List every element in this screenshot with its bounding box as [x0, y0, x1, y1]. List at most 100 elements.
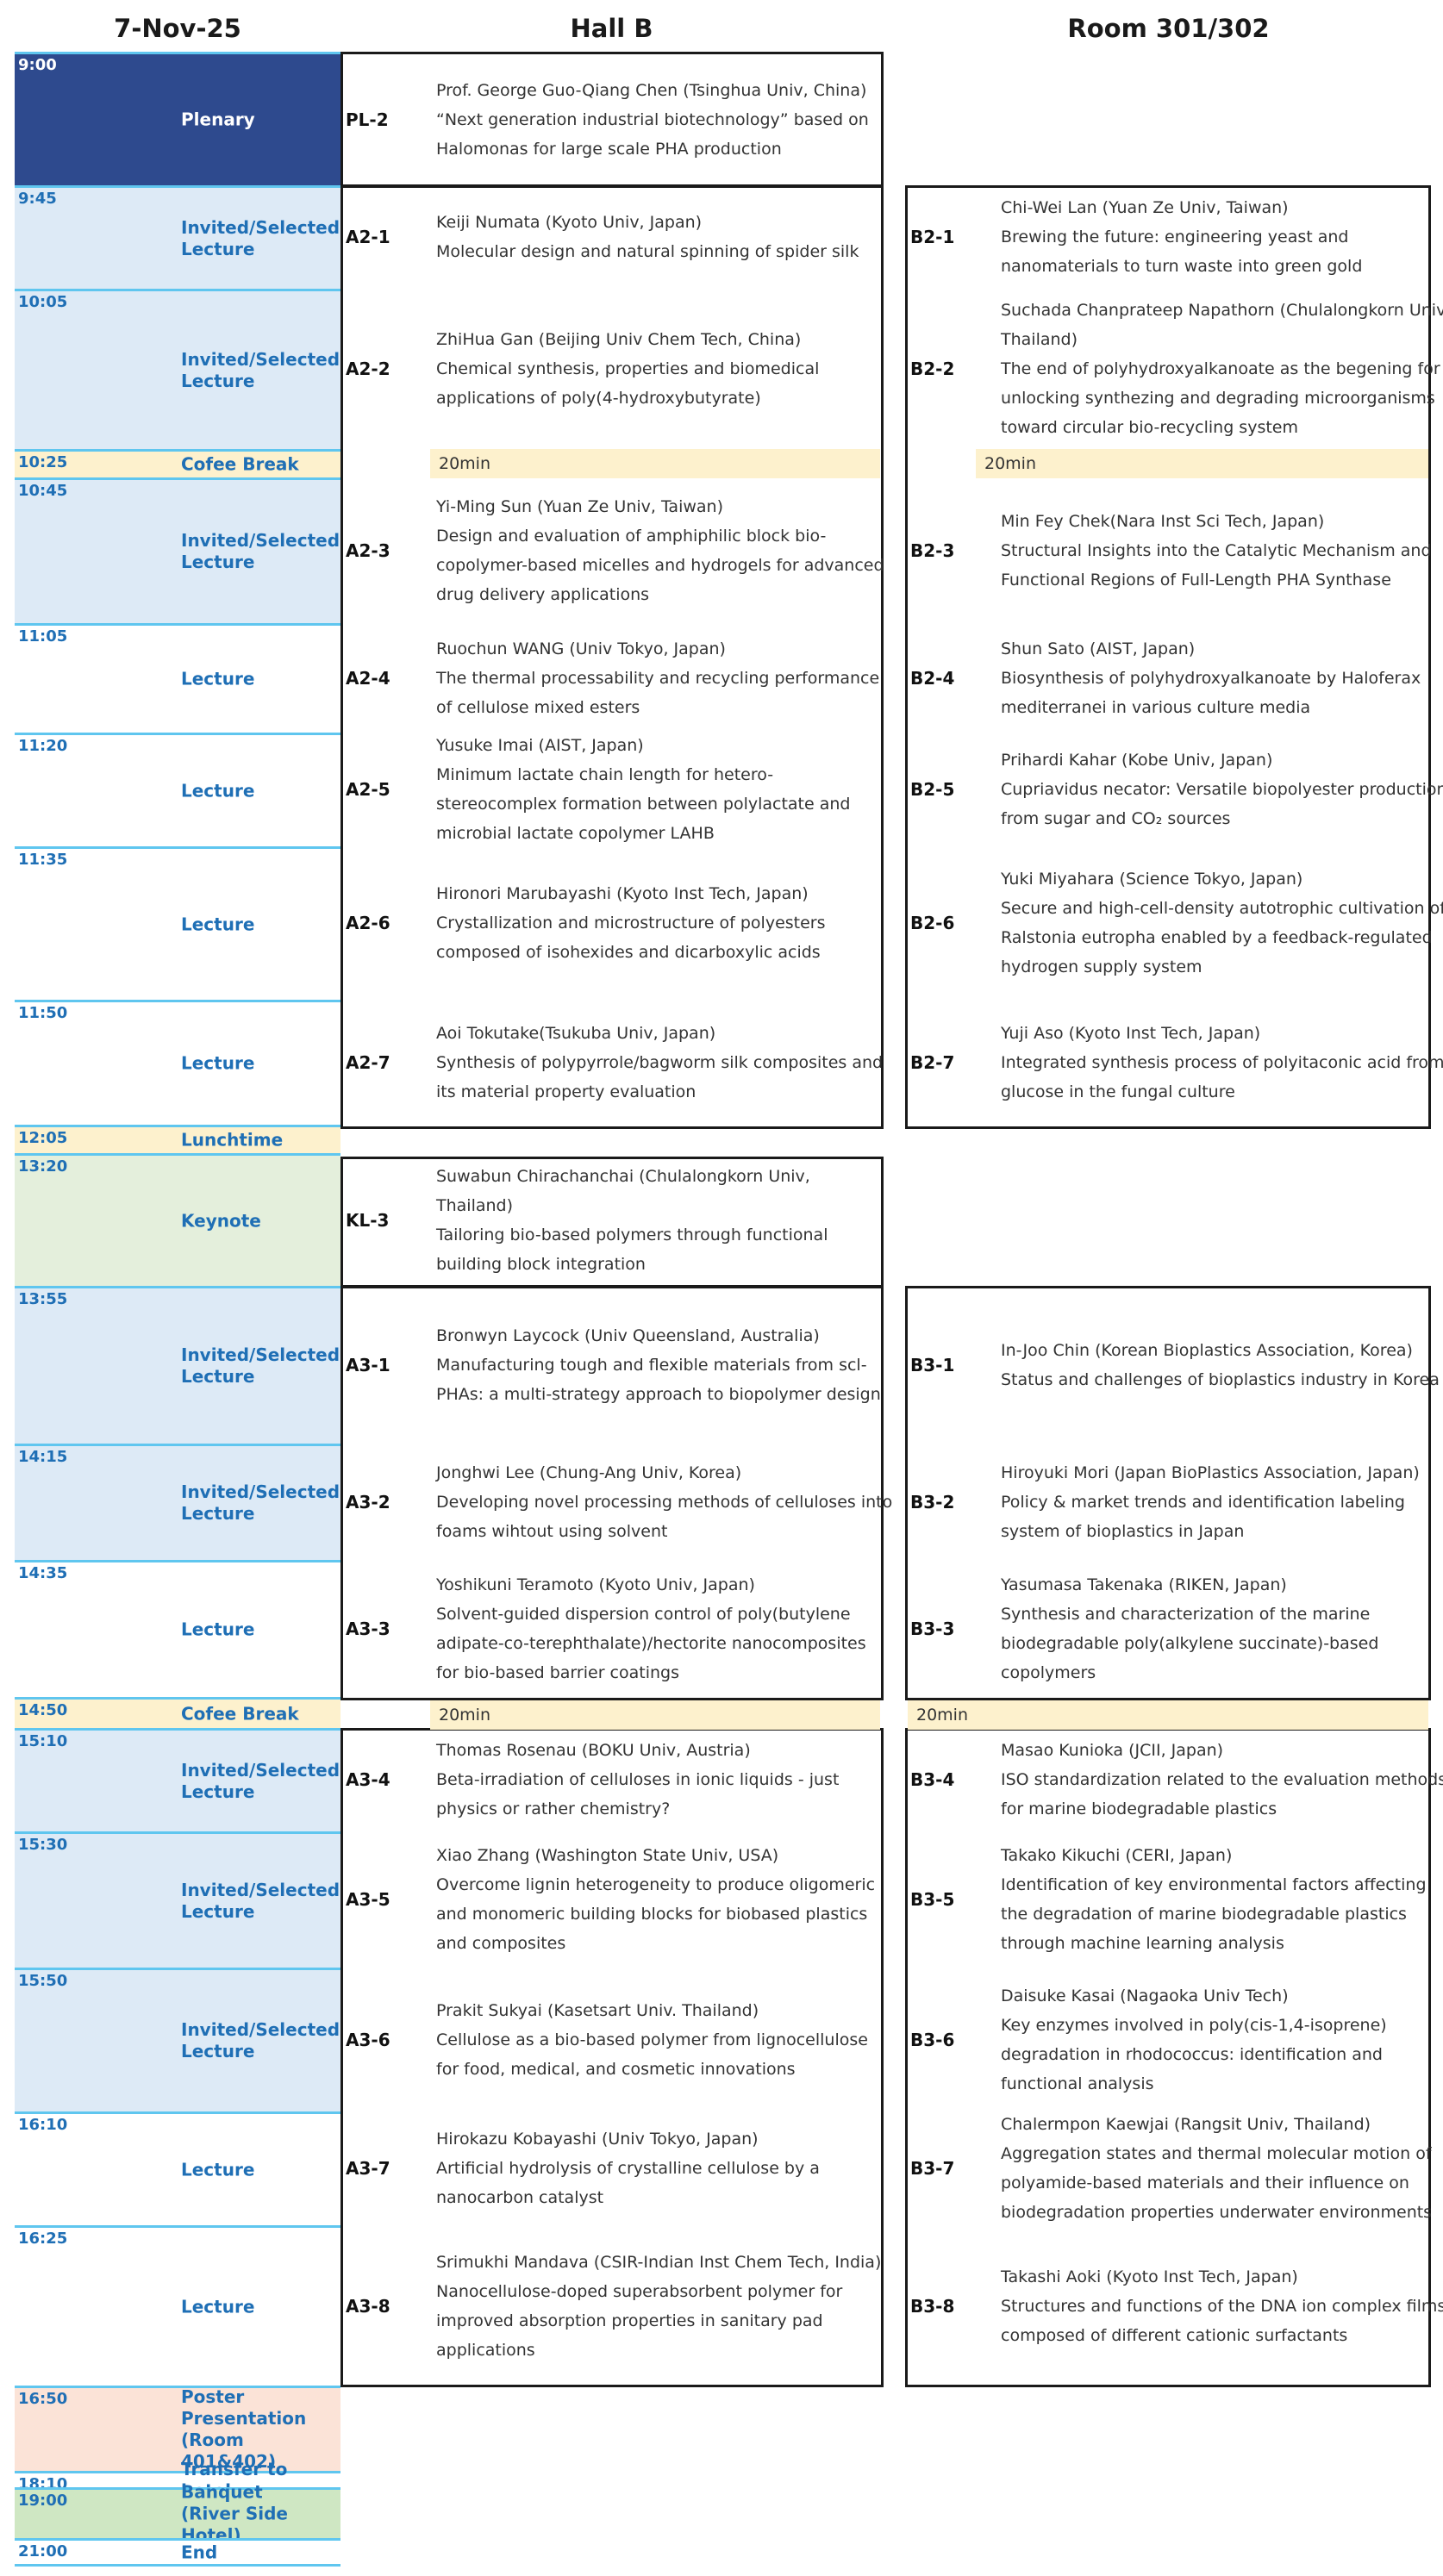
slot-label: Lecture — [181, 914, 255, 934]
talk-title-line: copolymer-based micelles and hydrogels f… — [436, 555, 884, 575]
session-code: A3-4 — [346, 1769, 390, 1790]
slot-label: Invited/Selected Lecture — [181, 2019, 340, 2061]
talk-title-line: building block integration — [436, 1255, 646, 1274]
session-details: Xiao Zhang (Washington State Univ, USA)O… — [436, 1841, 884, 1958]
session-code: B3-7 — [910, 2158, 955, 2179]
session-details: Prof. George Guo-Qiang Chen (Tsinghua Un… — [436, 76, 884, 164]
session-code: A3-5 — [346, 1889, 390, 1910]
talk-title-line: composed of isohexides and dicarboxylic … — [436, 943, 821, 962]
session-code: A2-4 — [346, 667, 390, 689]
session-code: A3-7 — [346, 2158, 390, 2179]
speaker-affiliation: Min Fey Chek(Nara Inst Sci Tech, Japan) — [1001, 511, 1325, 531]
speaker-affiliation: Chalermpon Kaewjai (Rangsit Univ, Thaila… — [1001, 2115, 1371, 2134]
slot-time: 16:25 — [18, 2230, 68, 2248]
speaker-affiliation: Chi-Wei Lan (Yuan Ze Univ, Taiwan) — [1001, 198, 1289, 217]
talk-title-line: toward circular bio-recycling system — [1001, 418, 1298, 437]
speaker-affiliation: Yuji Aso (Kyoto Inst Tech, Japan) — [1001, 1023, 1261, 1043]
slot-time: 19:00 — [18, 2492, 68, 2510]
talk-title-line: polyamide-based materials and their infl… — [1001, 2174, 1409, 2192]
session-details: Takashi Aoki (Kyoto Inst Tech, Japan)Str… — [1001, 2262, 1443, 2350]
session-code: A3-1 — [346, 1354, 390, 1375]
session-details: Suchada Chanprateep Napathorn (Chulalong… — [1001, 296, 1443, 442]
talk-title-line: Integrated synthesis process of polyitac… — [1001, 1052, 1443, 1072]
session-details: Min Fey Chek(Nara Inst Sci Tech, Japan) S… — [1001, 507, 1443, 595]
talk-title-line: Design and evaluation of amphiphilic blo… — [436, 526, 827, 546]
speaker-affiliation: Takashi Aoki (Kyoto Inst Tech, Japan) — [1001, 2267, 1298, 2286]
talk-title-line: Synthesis and characterization of the ma… — [1001, 1604, 1371, 1624]
slot-label: Cofee Break — [181, 453, 299, 475]
talk-title-line: Biosynthesis of polyhydroxyalkanoate by … — [1001, 668, 1421, 688]
talk-title-line: copolymers — [1001, 1662, 1096, 1682]
session-code: KL-3 — [346, 1210, 390, 1231]
session-code: B2-3 — [910, 540, 955, 561]
session-details: Yasumasa Takenaka (RIKEN, Japan)Synthesi… — [1001, 1570, 1443, 1687]
session-code: PL-2 — [346, 109, 389, 130]
session-details: Hironori Marubayashi (Kyoto Inst Tech, J… — [436, 879, 884, 967]
slot-label: End — [181, 2542, 218, 2562]
session-code: B2-7 — [910, 1051, 955, 1073]
slot-time: 10:05 — [18, 293, 68, 311]
speaker-affiliation: Masao Kunioka (JCII, Japan) — [1001, 1741, 1224, 1760]
talk-title-line: Molecular design and natural spinning of… — [436, 242, 859, 261]
session-details: Masao Kunioka (JCII, Japan) ISO standardi… — [1001, 1736, 1443, 1824]
speaker-affiliation: In-Joo Chin (Korean Bioplastics Associat… — [1001, 1340, 1413, 1360]
talk-title-line: ISO standardization related to the evalu… — [1001, 1770, 1443, 1789]
slot-label: Lecture — [181, 668, 255, 689]
talk-title-line: drug delivery applications — [436, 584, 650, 604]
session-details: Shun Sato (AIST, Japan)Biosynthesis of p… — [1001, 634, 1443, 722]
room-afternoon-box-1 — [905, 1286, 1431, 1700]
speaker-affiliation: Hirokazu Kobayashi (Univ Tokyo, Japan) — [436, 2130, 759, 2149]
session-code: A2-6 — [346, 913, 390, 933]
slot-label: Invited/Selected Lecture — [181, 216, 340, 259]
slot-time: 14:15 — [18, 1448, 68, 1466]
talk-title-line: Structural Insights into the Catalytic M… — [1001, 540, 1432, 560]
break-duration: 20min — [439, 1706, 491, 1725]
session-details: Daisuke Kasai (Nagaoka Univ Tech)Key enz… — [1001, 1981, 1443, 2099]
session-details: Yusuke Imai (AIST, Japan)Minimum lactate… — [436, 731, 884, 848]
talk-title-line: Crystallization and microstructure of po… — [436, 914, 826, 932]
break-duration: 20min — [916, 1706, 969, 1725]
session-details: Prihardi Kahar (Kobe Univ, Japan)Cupriav… — [1001, 745, 1443, 833]
talk-title-line: mediterranei in various culture media — [1001, 697, 1311, 717]
session-code: B2-6 — [910, 913, 955, 933]
slot-label: Lecture — [181, 1052, 255, 1074]
slot-label: Plenary — [181, 109, 255, 130]
session-details: ZhiHua Gan (Beijing Univ Chem Tech, Chin… — [436, 325, 884, 413]
slot-time: 14:50 — [18, 1701, 68, 1719]
slot-time: 13:20 — [18, 1157, 68, 1176]
talk-title-line: Cellulose as a bio-based polymer from li… — [436, 2030, 868, 2049]
session-b2-2: B2-2 Suchada Chanprateep Napathorn (Chula… — [907, 289, 1443, 449]
date-header: 7-Nov-25 — [114, 14, 241, 43]
speaker-affiliation: Bronwyn Laycock (Univ Queensland, Austra… — [436, 1325, 820, 1345]
talk-title-line: glucose in the fungal culture — [1001, 1082, 1235, 1101]
session-code: B3-5 — [910, 1889, 955, 1910]
session-code: B2-4 — [910, 667, 955, 689]
talk-title-line: The end of polyhydroxyalkanoate as the b… — [1001, 359, 1440, 378]
session-code: A2-7 — [346, 1051, 390, 1073]
hall-b-break-2: 20min — [430, 1700, 880, 1730]
session-details: Chi-Wei Lan (Yuan Ze Univ, Taiwan)Brewin… — [1001, 193, 1443, 281]
session-details: Hiroyuki Mori (Japan BioPlastics Associa… — [1001, 1458, 1443, 1546]
session-code: B2-2 — [910, 359, 955, 379]
talk-title-line: from sugar and CO₂ sources — [1001, 809, 1231, 828]
session-code: B3-2 — [910, 1491, 955, 1513]
talk-title-line: adipate-co-terephthalate)/hectorite nano… — [436, 1633, 866, 1653]
session-code: A3-6 — [346, 2029, 390, 2050]
hall-b-break-1: 20min — [430, 449, 880, 478]
room-header: Room 301/302 — [1067, 14, 1270, 43]
